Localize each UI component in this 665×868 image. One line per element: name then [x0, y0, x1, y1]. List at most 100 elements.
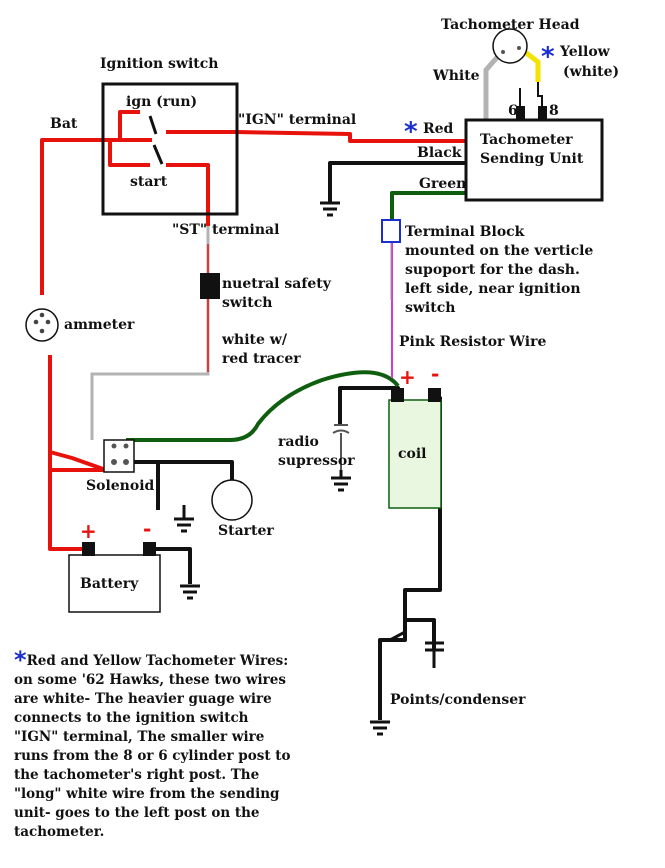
label-neutral-2: switch [222, 295, 272, 311]
label-ammeter: ammeter [64, 317, 135, 333]
footnote-line-4: "IGN" terminal, The smaller wire [14, 729, 265, 745]
red-wire-switch-internal [108, 110, 152, 167]
neutral-safety-switch [200, 273, 220, 299]
label-white: White [432, 68, 480, 84]
ground-starter [174, 505, 194, 533]
ground-points [370, 720, 390, 736]
label-points: Points/condenser [390, 692, 526, 708]
label-battery: Battery [80, 576, 139, 592]
battery-plus: + [80, 519, 97, 543]
tach-post-right [517, 46, 521, 50]
tachometer-sending-unit [464, 118, 604, 202]
coil-post-positive [391, 388, 404, 402]
black-wire-points [405, 618, 436, 650]
label-green: Green [419, 176, 466, 192]
label-tachometer-head: Tachometer Head [441, 17, 580, 33]
coil [388, 399, 442, 509]
label-post-8: 8 [549, 103, 559, 119]
starter [211, 479, 253, 521]
st-terminal-wire [90, 226, 210, 440]
label-starter: Starter [218, 523, 274, 539]
star-red: * [404, 117, 418, 147]
white-wire-tach [483, 52, 502, 124]
footnote: *Red and Yellow Tachometer Wires: on som… [14, 648, 354, 842]
ground-battery [180, 584, 200, 600]
label-coil: coil [398, 446, 427, 462]
label-black: Black [417, 145, 462, 161]
red-wire-start [166, 163, 210, 226]
label-st-terminal: "ST" terminal [172, 222, 279, 238]
label-red: Red [423, 121, 454, 137]
label-ignition-switch: Ignition switch [100, 56, 218, 72]
footnote-line-1: on some '62 Hawks, these two wires [14, 672, 286, 688]
ground-radio [331, 470, 351, 492]
label-yellow-sub: (white) [563, 64, 619, 80]
footnote-line-2: are white- The heavier guage wire [14, 691, 272, 707]
ammeter [25, 308, 59, 342]
tachometer-head [492, 28, 528, 64]
red-wire-solenoid-ammeter [49, 450, 107, 472]
terminal-block[interactable] [381, 219, 401, 243]
label-radio-2: supressor [278, 453, 355, 469]
label-terminal-block-3: supoport for the dash. [405, 262, 580, 278]
green-wires [126, 191, 466, 442]
label-white-tracer-2: red tracer [222, 351, 301, 367]
switch-contacts [148, 115, 164, 165]
green-wire-coil-solenoid [126, 370, 400, 442]
black-wire-battery-ground [150, 547, 192, 584]
battery-minus: - [143, 517, 151, 541]
labels: Tachometer Head * Yellow (white) White 6… [50, 17, 619, 708]
ground-symbols [174, 201, 390, 736]
radio-suppressor [332, 424, 350, 470]
label-start: start [130, 174, 168, 190]
black-wire-sending-ground [328, 161, 466, 202]
footnote-line-9: tachometer. [14, 824, 105, 840]
label-radio-1: radio [278, 434, 319, 450]
footnote-line-6: the tachometer's right post. The [14, 767, 260, 783]
footnote-text-0: Red and Yellow Tachometer Wires: [26, 653, 289, 669]
footnote-star: * [14, 646, 27, 674]
footnote-line-7: "long" white wire from the sending [14, 786, 280, 802]
battery [68, 554, 161, 613]
footnote-line-5: runs from the 8 or 6 cylinder post to [14, 748, 291, 764]
label-yellow: Yellow [559, 44, 611, 60]
label-white-tracer-1: white w/ [221, 332, 288, 348]
footnote-line-0: *Red and Yellow Tachometer Wires: [14, 648, 354, 672]
tach-post-8 [538, 106, 547, 120]
red-wires [40, 110, 468, 551]
battery-post-positive [82, 542, 95, 556]
label-bat: Bat [50, 116, 78, 132]
red-wire-main-feed [40, 138, 110, 470]
label-post-6: 6 [508, 103, 518, 119]
label-ign-run: ign (run) [126, 94, 197, 110]
ignition-switch [101, 82, 239, 216]
label-sending-unit-2: Sending Unit [480, 151, 584, 167]
label-sending-unit-1: Tachometer [480, 132, 573, 148]
red-wire-ign-terminal [166, 130, 468, 143]
label-terminal-block-1: Terminal Block [405, 224, 525, 240]
coil-minus: - [431, 362, 439, 386]
green-wire-sending-unit [390, 191, 466, 220]
battery-post-negative [143, 542, 156, 556]
star-yellow: * [541, 42, 555, 72]
ground-sending-unit [320, 201, 340, 217]
label-terminal-block-2: mounted on the verticle [405, 243, 593, 259]
label-ign-terminal: "IGN" terminal [238, 112, 356, 128]
red-wire-battery-feed [48, 468, 106, 551]
label-solenoid: Solenoid [86, 478, 155, 494]
tach-post-wires [519, 82, 543, 108]
points-condenser [389, 630, 444, 668]
coil-post-negative [428, 388, 441, 402]
solenoid [103, 439, 135, 473]
footnote-line-8: unit- goes to the left post on the [14, 805, 260, 821]
tach-post-left [501, 50, 505, 54]
label-terminal-block-4: left side, near ignition [405, 281, 581, 297]
tach-post-6 [516, 106, 525, 120]
label-pink-resistor: Pink Resistor Wire [399, 334, 546, 350]
coil-plus: + [399, 365, 416, 389]
label-neutral-1: nuetral safety [222, 276, 332, 292]
footnote-line-3: connects to the ignition switch [14, 710, 249, 726]
label-terminal-block-5: switch [405, 300, 455, 316]
ammeter-posts [33, 312, 51, 334]
